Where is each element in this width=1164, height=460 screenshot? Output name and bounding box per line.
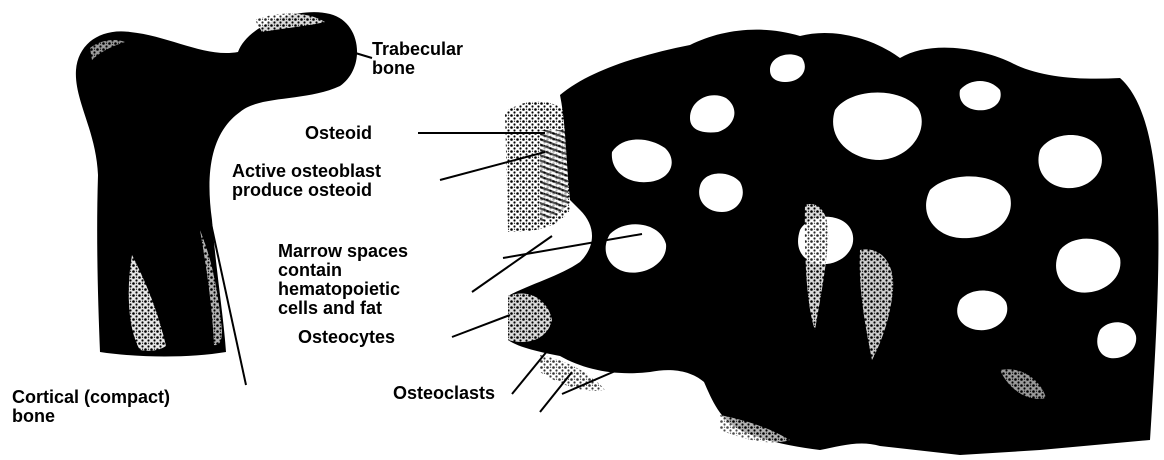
label-osteocytes: Osteocytes <box>298 328 395 347</box>
label-marrow-spaces: Marrow spaces contain hematopoietic cell… <box>278 242 408 318</box>
label-osteoclasts: Osteoclasts <box>393 384 495 403</box>
label-osteoid: Osteoid <box>305 124 372 143</box>
trabecular-lattice <box>508 30 1158 455</box>
label-active-osteoblast: Active osteoblast produce osteoid <box>232 162 381 200</box>
label-cortical-bone: Cortical (compact) bone <box>12 388 170 426</box>
label-trabecular-bone: Trabecular bone <box>372 40 463 78</box>
leader-osteocytes <box>452 315 510 337</box>
trabecular-block <box>505 30 1158 455</box>
leader-marrow-1 <box>503 234 642 258</box>
